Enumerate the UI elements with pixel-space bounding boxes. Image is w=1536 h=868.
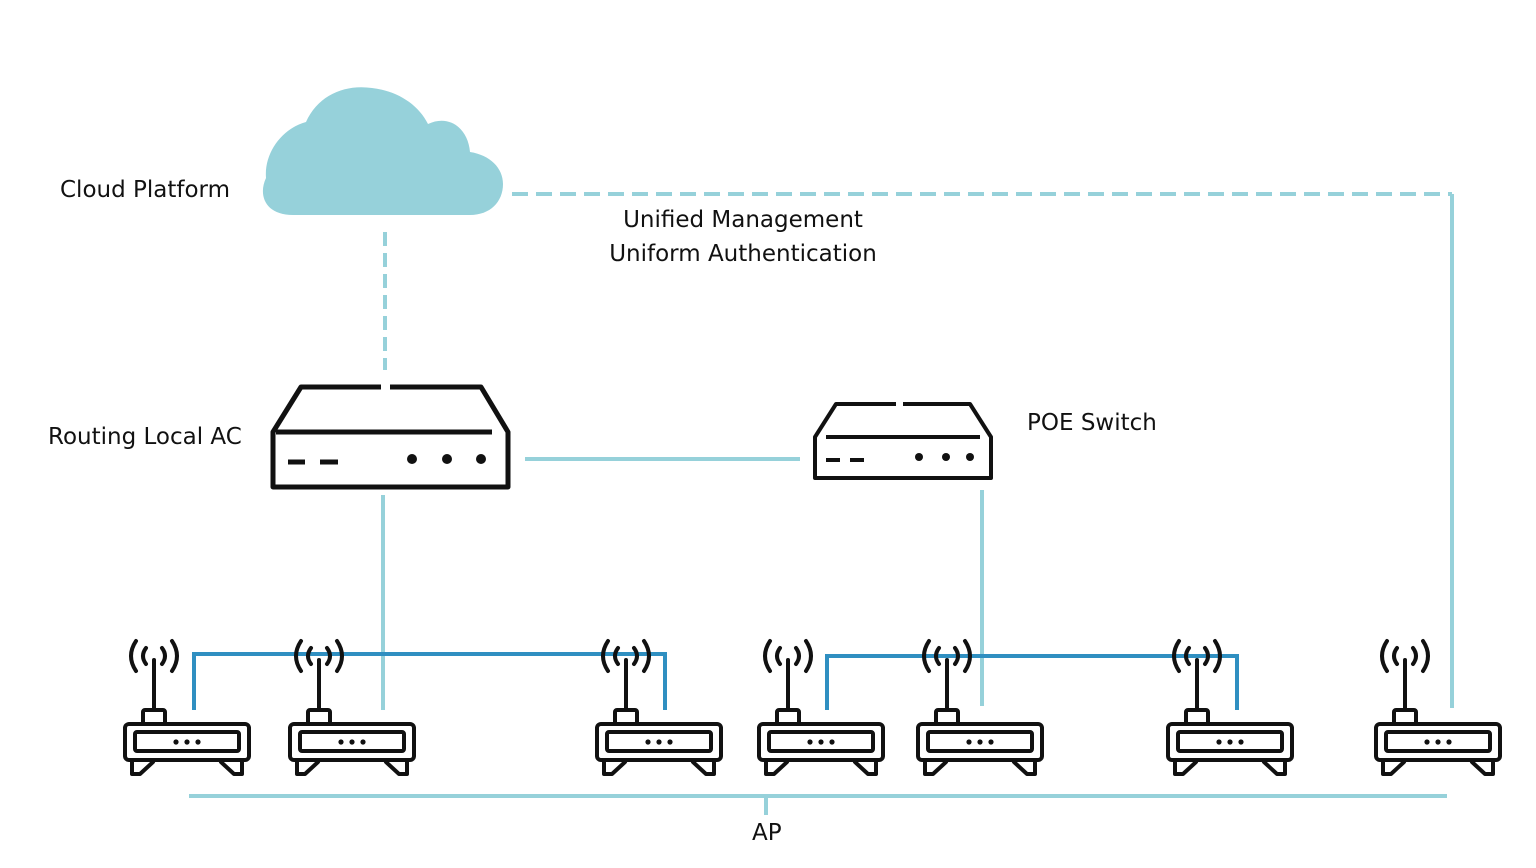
access-point-icon: [757, 639, 885, 776]
cloud-platform-label: Cloud Platform: [60, 177, 231, 203]
switch-icon: [813, 402, 993, 480]
access-point-icon: [288, 639, 416, 776]
access-point-icon: [916, 639, 1044, 776]
ap-label: AP: [752, 820, 782, 846]
router-status-leds: [407, 454, 486, 464]
access-point-icon: [1374, 639, 1502, 776]
poe-switch-label: POE Switch: [1027, 410, 1157, 436]
routing-local-ac-label: Routing Local AC: [48, 424, 242, 450]
switch-status-leds: [915, 453, 974, 461]
access-point-icon: [595, 639, 723, 776]
management-label-line1: Unified Management: [623, 207, 863, 233]
right-ap-group-link: [825, 654, 1239, 710]
left-ap-group-link: [192, 652, 667, 710]
access-point-icon: [123, 639, 251, 776]
access-point-icon: [1166, 639, 1294, 776]
router-icon: [270, 384, 511, 490]
cloud-icon: [262, 87, 503, 215]
management-label: Unified Management Uniform Authenticatio…: [593, 203, 893, 271]
management-label-line2: Uniform Authentication: [609, 241, 877, 267]
